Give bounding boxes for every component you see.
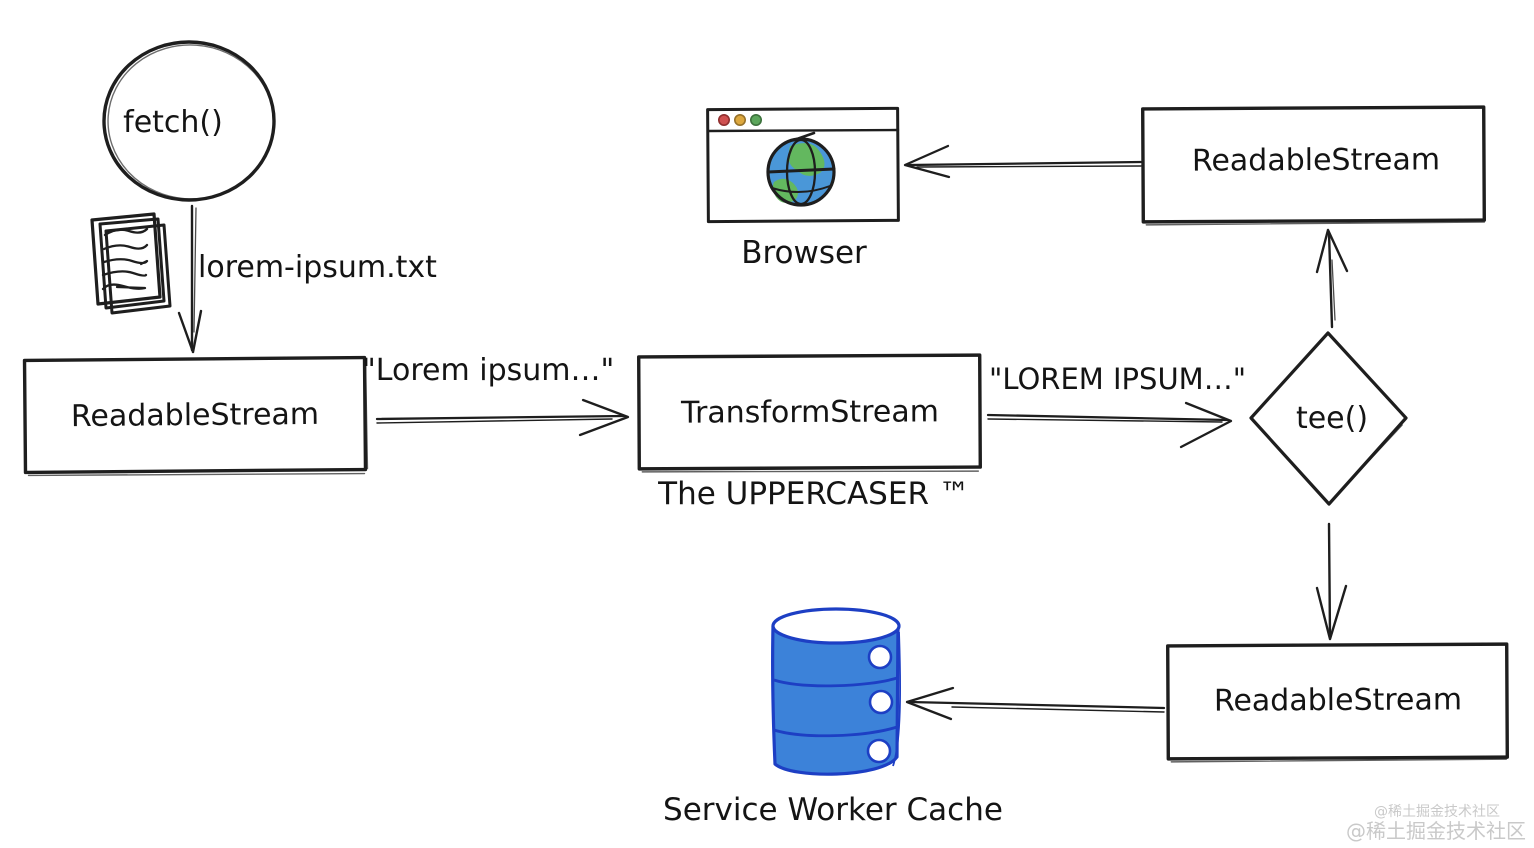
fetch-circle-sketch xyxy=(107,44,275,200)
watermark-line-small: @稀土掘金技术社区 xyxy=(1374,804,1500,820)
globe-icon xyxy=(766,131,836,207)
document-text-lines xyxy=(101,227,149,291)
dot-yellow xyxy=(733,114,746,127)
transform-stream-label: TransformStream xyxy=(680,394,939,430)
document-stack-icon xyxy=(90,212,172,315)
browser-window-icon xyxy=(706,106,900,224)
cache-stream-label: ReadableStream xyxy=(1214,682,1462,718)
source-stream-box xyxy=(22,355,368,475)
browser-caption: Browser xyxy=(741,235,867,271)
database-cylinder-icon xyxy=(771,607,902,776)
fetch-label: fetch() xyxy=(123,105,223,140)
tee-diamond xyxy=(1249,331,1408,506)
arrow-source-to-transform xyxy=(375,398,630,437)
cache-stream-box xyxy=(1166,642,1509,761)
cache-caption: Service Worker Cache xyxy=(663,792,1003,828)
cylinder-seam-1 xyxy=(773,676,898,688)
arrow-fetch-to-source xyxy=(177,204,203,354)
transform-stream-node: TransformStream xyxy=(637,353,982,473)
source-stream-label: ReadableStream xyxy=(71,397,319,434)
tee-node: tee() xyxy=(1249,331,1408,506)
watermark: @稀土掘金技术社区 @稀土掘金技术社区 xyxy=(1346,804,1526,843)
cylinder-hole-1 xyxy=(867,644,893,670)
cylinder-seam-2 xyxy=(773,725,898,738)
cylinder-hole-3 xyxy=(866,738,892,764)
cylinder-body xyxy=(771,624,900,776)
cylinder-top xyxy=(771,607,901,645)
globe-axis-tick xyxy=(792,131,816,142)
cache-stream-node: ReadableStream xyxy=(1166,642,1509,763)
watermark-line-large: @稀土掘金技术社区 xyxy=(1346,819,1526,843)
arrow-stream-to-browser xyxy=(903,144,1143,179)
browser-stream-node: ReadableStream xyxy=(1141,105,1486,226)
arrow-tee-to-browser-stream xyxy=(1315,228,1349,329)
dot-green xyxy=(749,114,762,127)
tee-label: tee() xyxy=(1296,401,1368,436)
arrow-transform-to-tee xyxy=(986,401,1233,449)
transform-caption: The UPPERCASER ™ xyxy=(657,476,970,512)
cylinder-hole-2 xyxy=(868,689,894,715)
lowercase-chunk-label: "Lorem ipsum…" xyxy=(362,353,614,388)
uppercase-chunk-label: "LOREM IPSUM…" xyxy=(989,362,1246,396)
transform-stream-box xyxy=(637,353,982,471)
browser-stream-label: ReadableStream xyxy=(1192,142,1440,178)
source-stream-node: ReadableStream xyxy=(22,355,369,477)
arrow-stream-to-cache xyxy=(905,686,1166,721)
browser-stream-box xyxy=(1141,105,1486,224)
fetch-node: fetch() xyxy=(102,40,276,202)
arrow-tee-to-cache-stream xyxy=(1315,522,1348,641)
file-label: lorem-ipsum.txt xyxy=(198,250,437,285)
dot-red xyxy=(717,114,730,127)
browser-titlebar-divider xyxy=(707,128,900,133)
traffic-light-dots xyxy=(717,114,762,127)
